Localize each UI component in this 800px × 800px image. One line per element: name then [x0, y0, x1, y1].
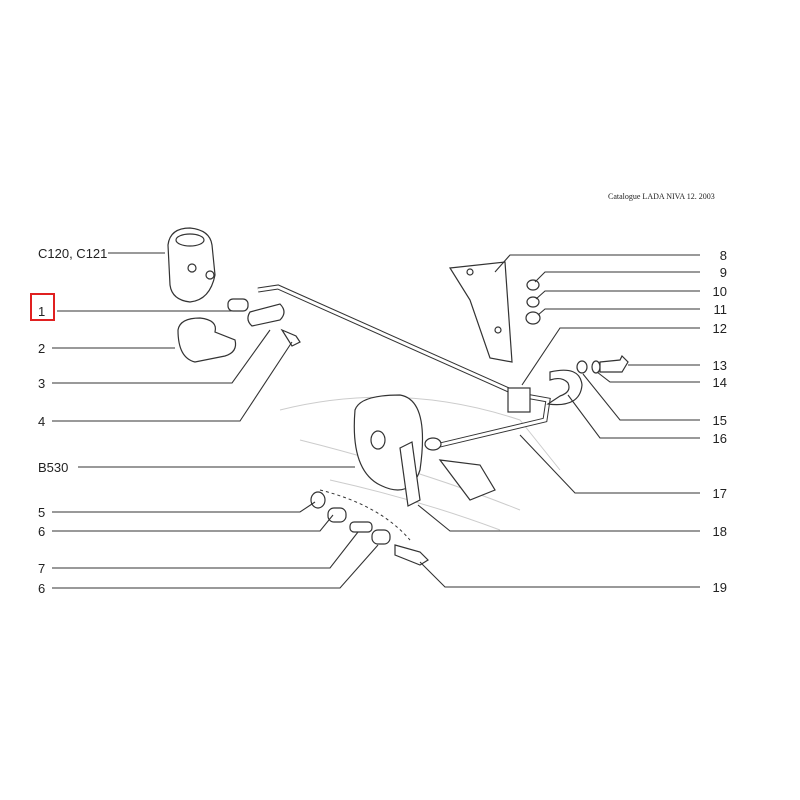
- callout-label: 10: [713, 284, 727, 299]
- callout-label: 9: [720, 265, 727, 280]
- leader-line: [419, 561, 700, 588]
- part-2-boot: [177, 317, 237, 363]
- callout-label: 19: [713, 580, 727, 595]
- washers-nuts-9-11: [525, 279, 541, 325]
- axle-housing-b530: [353, 394, 496, 501]
- highlight-box: [30, 293, 55, 321]
- callout-label: 6: [38, 581, 45, 596]
- callout-label: 12: [713, 321, 727, 336]
- callout-label: 1: [38, 304, 45, 319]
- callout-label: 11: [714, 302, 728, 317]
- callout-label: 2: [38, 341, 45, 356]
- leader-line: [417, 504, 700, 532]
- brake-pressure-regulator: [167, 227, 216, 303]
- leader-lines: [52, 252, 700, 589]
- callout-label: 3: [38, 376, 45, 391]
- leader-line: [535, 290, 700, 300]
- part-4-bolt: [280, 328, 301, 347]
- catalogue-header: Catalogue LADA NIVA 12. 2003: [608, 192, 715, 201]
- part-18-link: [399, 441, 421, 507]
- leader-line: [52, 501, 316, 513]
- callout-label: 4: [38, 414, 45, 429]
- callout-label: 13: [713, 358, 727, 373]
- callout-label: 18: [713, 524, 727, 539]
- part-16-clamp: [546, 369, 583, 406]
- leader-line: [52, 514, 334, 532]
- part-12-bushing: [507, 387, 531, 413]
- bushings-5-7: [310, 491, 391, 545]
- callout-label: 7: [38, 561, 45, 576]
- part-3-plate: [247, 303, 285, 327]
- leader-line: [52, 341, 293, 422]
- rod-end-eye: [424, 437, 442, 451]
- callout-label: B530: [38, 460, 68, 475]
- leader-line: [582, 373, 700, 421]
- callout-label: 17: [713, 486, 727, 501]
- callout-label: C120, C121: [38, 246, 107, 261]
- callout-label: 15: [713, 413, 727, 428]
- leader-line: [596, 371, 700, 383]
- leader-line: [534, 271, 700, 283]
- leader-line: [52, 531, 359, 569]
- callout-label: 14: [713, 375, 727, 390]
- bolt-13-washers-14-15: [576, 354, 629, 374]
- leader-line: [519, 434, 700, 494]
- leader-line: [52, 329, 271, 384]
- leader-line: [537, 308, 700, 316]
- callout-label: 8: [720, 248, 727, 263]
- part-19-bolt: [394, 544, 429, 566]
- leader-line: [494, 254, 700, 273]
- part-1-bushing: [227, 298, 249, 312]
- callout-label: 5: [38, 505, 45, 520]
- part-8-bracket: [448, 261, 513, 363]
- callout-label: 16: [713, 431, 727, 446]
- leader-line: [521, 327, 700, 386]
- leader-line: [567, 394, 700, 439]
- callout-label: 6: [38, 524, 45, 539]
- leader-line: [52, 544, 379, 589]
